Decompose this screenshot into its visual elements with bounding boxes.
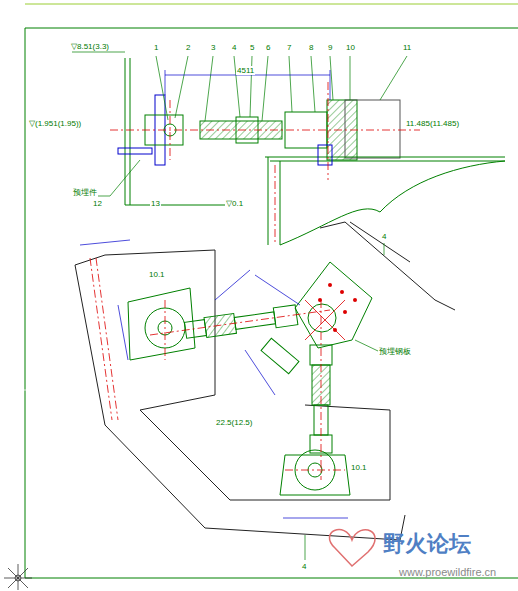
- leader-lines: [72, 52, 407, 196]
- dimension: 4511: [236, 66, 255, 75]
- note-leaders: [305, 243, 384, 560]
- elevation-mark: ▽(1.951(1.95)): [28, 119, 82, 128]
- anchor-bolts: [318, 283, 357, 332]
- ucs-icon: [4, 564, 32, 590]
- elevation-mark: 11.485(11.485): [405, 119, 460, 128]
- callout-number: 1: [153, 43, 159, 52]
- watermark: www.proewildfire.cn: [398, 566, 497, 578]
- part-name: 预埋钢板: [378, 347, 412, 356]
- callout-number: 7: [286, 43, 292, 52]
- callout-number: 6: [265, 43, 271, 52]
- callout-number: 3: [210, 43, 216, 52]
- callout-number: 11: [402, 43, 412, 52]
- elevation-mark: 10.1: [350, 463, 368, 472]
- callout-number: 4: [231, 43, 237, 52]
- callout-number: 12: [92, 199, 103, 208]
- elevation-view: [118, 58, 505, 245]
- dimension-lines: [80, 240, 348, 518]
- watermark-logo: [329, 530, 375, 566]
- callout-number: 8: [308, 43, 314, 52]
- callout-number: 9: [327, 43, 333, 52]
- center-lines: [5, 82, 420, 390]
- watermark: 野火论坛: [382, 532, 472, 556]
- elevation-mark: 22.5(12.5): [215, 418, 253, 427]
- callout-number: 13: [150, 199, 161, 208]
- part-name: 预埋件: [72, 188, 98, 197]
- brackets-and-struts: [128, 262, 372, 495]
- plan-center-lines: [90, 258, 345, 480]
- callout-number: 10: [345, 43, 356, 52]
- callout-number: 5: [249, 43, 255, 52]
- callout-number: 2: [185, 43, 191, 52]
- elevation-mark: ▽0.1: [225, 199, 244, 208]
- elevation-mark: ▽8.51(3.3): [70, 42, 110, 51]
- section-mark: 4: [381, 232, 387, 241]
- elevation-mark: 10.1: [148, 270, 166, 279]
- frame: [25, 4, 518, 578]
- section-mark: 4: [301, 562, 307, 571]
- plan-view: [75, 222, 455, 540]
